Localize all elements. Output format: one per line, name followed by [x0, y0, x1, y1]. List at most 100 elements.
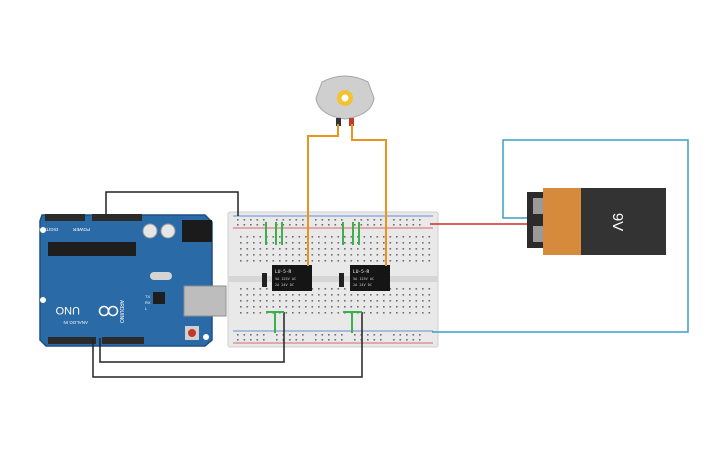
battery-9v[interactable]: 9V	[527, 188, 666, 255]
breadboard-hole	[331, 300, 333, 302]
dc-power-jack[interactable]	[182, 220, 212, 242]
digital-header[interactable]	[92, 214, 142, 221]
breadboard-hole	[370, 248, 372, 250]
breadboard-hole	[292, 242, 294, 244]
breadboard-hole	[263, 219, 265, 221]
relay-2[interactable]: LU-5-R 5A 125V AC 2A 24V DC	[350, 265, 390, 291]
breadboard-hole	[363, 236, 366, 238]
breadboard-hole	[318, 248, 320, 250]
motor-terminal[interactable]	[336, 118, 341, 126]
breadboard-hole	[360, 224, 363, 226]
breadboard[interactable]	[227, 211, 439, 348]
breadboard-hole	[318, 236, 320, 238]
breadboard-hole	[272, 248, 275, 250]
breadboard-hole	[428, 242, 431, 244]
breadboard-hole	[331, 248, 333, 250]
breadboard-hole	[311, 306, 314, 308]
breadboard-hole	[406, 224, 408, 226]
wire-cyan-battery[interactable]	[432, 139, 689, 333]
digital-header-2[interactable]	[45, 214, 85, 221]
breadboard-hole	[344, 254, 346, 256]
wire-black-signal-2[interactable]	[92, 312, 363, 378]
breadboard-hole	[285, 294, 288, 296]
breadboard-hole	[419, 339, 421, 341]
reset-button-cap[interactable]	[188, 329, 196, 337]
breadboard-hole	[383, 254, 385, 256]
analog-header[interactable]	[102, 337, 144, 344]
breadboard-hole	[328, 219, 330, 221]
breadboard-hole	[256, 219, 259, 221]
breadboard-hole	[292, 254, 294, 256]
breadboard-hole	[402, 242, 405, 244]
breadboard-hole	[240, 242, 242, 244]
breadboard-hole	[259, 300, 262, 302]
motor-terminal[interactable]	[349, 118, 354, 126]
arduino-uno-board[interactable]: UNO ARDUINO POWER DIGITAL (PWM~) ANALOG …	[23, 214, 227, 347]
breadboard-hole	[324, 260, 327, 262]
breadboard-hole	[422, 254, 424, 256]
mount-hole	[40, 297, 46, 303]
breadboard-hole	[341, 224, 343, 226]
power-header[interactable]	[48, 337, 96, 344]
breadboard-hole	[357, 300, 359, 302]
breadboard-hole	[396, 248, 398, 250]
wire-orange-motor-1[interactable]	[307, 124, 339, 266]
breadboard-hole	[396, 242, 398, 244]
breadboard-hole	[344, 294, 346, 296]
wire-black-signal-1[interactable]	[99, 312, 285, 363]
breadboard-hole	[259, 288, 262, 290]
breadboard-hole	[253, 260, 255, 262]
breadboard-hole	[402, 312, 405, 314]
battery-terminal[interactable]	[533, 198, 545, 214]
breadboard-hole	[383, 300, 385, 302]
green-jumpers[interactable]	[265, 222, 362, 333]
breadboard-hole	[357, 260, 359, 262]
relay-1[interactable]: LU-5-R 5A 125V AC 2A 24V DC	[272, 265, 312, 291]
breadboard-hole	[259, 242, 262, 244]
breadboard-hole	[428, 312, 431, 314]
breadboard-hole	[337, 248, 340, 250]
breadboard-hole	[298, 306, 301, 308]
breadboard-hole	[409, 260, 411, 262]
breadboard-hole	[253, 242, 255, 244]
breadboard-hole	[334, 224, 337, 226]
breadboard-hole	[422, 248, 424, 250]
breadboard-hole	[311, 260, 314, 262]
breadboard-hole	[256, 224, 259, 226]
breadboard-hole	[315, 219, 317, 221]
wire-black-gnd[interactable]	[105, 191, 239, 216]
battery-label: 9V	[609, 213, 626, 231]
breadboard-hole	[279, 294, 281, 296]
breadboard-hole	[344, 242, 346, 244]
breadboard-hole	[318, 294, 320, 296]
breadboard-hole	[422, 288, 424, 290]
breadboard-hole	[402, 236, 405, 238]
breadboard-hole	[402, 306, 405, 308]
battery-terminal[interactable]	[533, 226, 545, 242]
breadboard-hole	[266, 288, 268, 290]
breadboard-hole	[344, 248, 346, 250]
breadboard-hole	[324, 242, 327, 244]
wire-orange-motor-2[interactable]	[351, 124, 387, 266]
breadboard-hole	[305, 248, 307, 250]
breadboard-hole	[409, 312, 411, 314]
dc-motor[interactable]	[315, 75, 375, 126]
breadboard-hole	[298, 242, 301, 244]
usb-port[interactable]	[183, 285, 227, 317]
breadboard-hole	[393, 339, 395, 341]
breadboard-hole	[321, 224, 324, 226]
breadboard-hole	[389, 248, 392, 250]
breadboard-hole	[292, 294, 294, 296]
breadboard-hole	[357, 254, 359, 256]
breadboard-hole	[337, 294, 340, 296]
relay-1-label: LU-5-R	[275, 269, 292, 275]
diode-1[interactable]	[262, 273, 267, 287]
diode-2[interactable]	[339, 273, 344, 287]
breadboard-hole	[237, 224, 239, 226]
breadboard-hole	[240, 236, 242, 238]
breadboard-hole	[363, 242, 366, 244]
breadboard-hole	[341, 334, 343, 336]
led-label-l: L	[145, 306, 148, 311]
breadboard-hole	[350, 306, 353, 308]
breadboard-hole	[272, 236, 275, 238]
